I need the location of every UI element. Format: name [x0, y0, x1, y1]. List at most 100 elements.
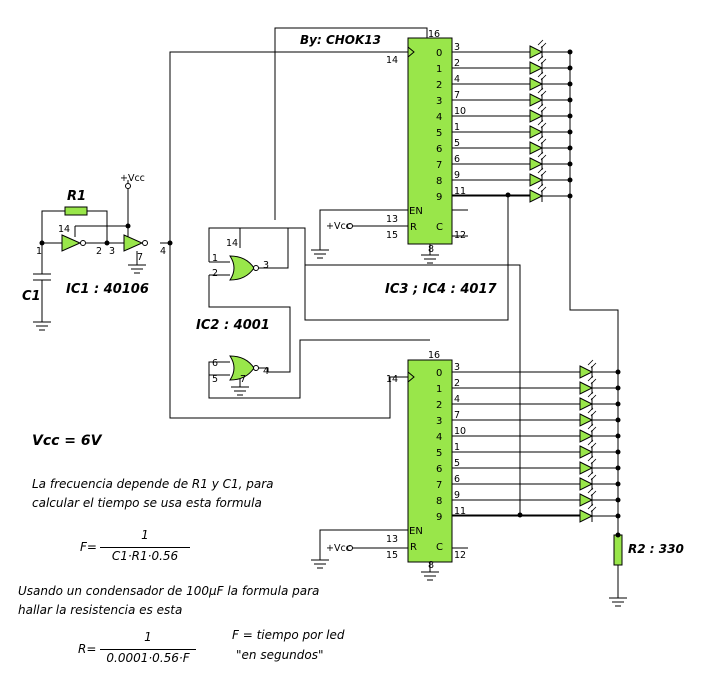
ic3-led-light-arrows [537, 39, 547, 49]
ic4-led [579, 429, 594, 443]
ic1-pin-3: 3 [109, 246, 115, 257]
ic4-c-pin: 12 [454, 550, 466, 561]
ic4-output-label: 8 [436, 496, 442, 507]
ic4-output-label: 4 [436, 432, 442, 443]
ic3-led-light-arrows [537, 119, 547, 129]
ic3-output-label: 0 [436, 48, 442, 59]
ic4-output-pin: 1 [454, 442, 460, 453]
ic4-led [579, 493, 594, 507]
ic3-r-pin: 15 [386, 230, 398, 241]
ic3-output-label: 6 [436, 144, 442, 155]
ic4-output-label: 2 [436, 400, 442, 411]
ic3-led [529, 157, 544, 171]
ic2-pin-6: 6 [212, 358, 218, 369]
ic4-r-pin: 15 [386, 550, 398, 561]
ic3-output-pin: 7 [454, 90, 460, 101]
ic4-output-pin: 5 [454, 458, 460, 469]
ic3-junction-dot [567, 177, 573, 183]
ic4-junction-dot [615, 497, 621, 503]
ic3-junction-dot [567, 193, 573, 199]
ic4-junction-dot [615, 417, 621, 423]
ic4-output-label: 5 [436, 448, 442, 459]
ic4-junction-dot [615, 449, 621, 455]
ic4-led-light-arrows [587, 423, 597, 433]
ic3-led [529, 141, 544, 155]
ic3-output-pin: 3 [454, 42, 460, 53]
ic3-led [529, 125, 544, 139]
ic4-led [579, 365, 594, 379]
ic4-output-pin: 11 [454, 506, 466, 517]
ic3-output-label: 3 [436, 96, 442, 107]
ic2-pin-2: 2 [212, 268, 218, 279]
ic4-en-label: EN [409, 526, 423, 537]
ic4-junction-dot [615, 481, 621, 487]
ic4-led [579, 397, 594, 411]
ic1-inverter-1 [61, 234, 86, 252]
ic4-led [579, 461, 594, 475]
ic4-led-light-arrows [587, 407, 597, 417]
ic3-led-light-arrows [537, 151, 547, 161]
ic3-output-label: 1 [436, 64, 442, 75]
f-formula-denominator: C1·R1·0.56 [111, 549, 179, 563]
r2-resistor [613, 534, 623, 566]
ic4-junction-dot [615, 401, 621, 407]
ic3-vdd-pin: 16 [428, 29, 440, 40]
ic2-pin-3: 3 [263, 260, 269, 271]
r2-label: R2 : 330 [628, 542, 684, 556]
ic3-junction-dot [567, 161, 573, 167]
ic4-led [579, 509, 594, 523]
ic4-counter-body [407, 359, 453, 563]
r-formula-lhs: R= [78, 642, 97, 656]
ic3-led [529, 93, 544, 107]
ic2-label: IC2 : 4001 [196, 318, 270, 333]
r-formula-denominator: 0.0001·0.56·F [106, 651, 190, 665]
ic4-led-light-arrows [587, 439, 597, 449]
ic4-output-label: 9 [436, 512, 442, 523]
ic3-output-pin: 1 [454, 122, 460, 133]
ic3-junction-dot [567, 113, 573, 119]
ic3-junction-dot [567, 49, 573, 55]
ic3-led [529, 109, 544, 123]
ic4-led-light-arrows [587, 455, 597, 465]
author-label: By: CHOK13 [300, 33, 381, 47]
ic4-output-pin: 2 [454, 378, 460, 389]
ic3-output-pin: 4 [454, 74, 460, 85]
f-formula-bar [100, 547, 190, 548]
ic2-pin-7: 7 [240, 374, 246, 385]
ic3-led [529, 173, 544, 187]
ic4-junction-dot [615, 433, 621, 439]
ic3-led-light-arrows [537, 135, 547, 145]
ic3-output-pin: 9 [454, 170, 460, 181]
ic3-led [529, 77, 544, 91]
ic3-junction-dot [567, 129, 573, 135]
vcc-label-ic1: +Vcc [120, 173, 145, 184]
ic4-vdd-pin: 16 [428, 350, 440, 361]
ic4-output-pin: 10 [454, 426, 466, 437]
ic3-output-pin: 5 [454, 138, 460, 149]
ic3-en-label: EN [409, 206, 423, 217]
ic4-output-label: 7 [436, 480, 442, 491]
ic4-c-label: C [436, 542, 443, 553]
ic4-output-pin: 6 [454, 474, 460, 485]
ic2-pin-5: 5 [212, 374, 218, 385]
r-formula: R= 1 0.0001·0.56·F [78, 630, 208, 670]
ic2-pin-14: 14 [226, 238, 238, 249]
freq-note-line2: calcular el tiempo se usa esta formula [32, 496, 262, 510]
ic1-pin-2: 2 [96, 246, 102, 257]
ic3-output-label: 4 [436, 112, 442, 123]
ic2-pin-4: 4 [263, 366, 269, 377]
f-formula: F= 1 C1·R1·0.56 [80, 528, 200, 568]
ic4-clk-pin: 14 [386, 374, 398, 385]
ic4-output-label: 0 [436, 368, 442, 379]
ic3-led-light-arrows [537, 167, 547, 177]
ic4-output-pin: 3 [454, 362, 460, 373]
ic4-junction-dot [615, 369, 621, 375]
ic4-led [579, 413, 594, 427]
f-formula-lhs: F= [80, 540, 97, 554]
ic3-counter-body [407, 37, 453, 245]
ic3-en-pin: 13 [386, 214, 398, 225]
ic3-c-label: C [436, 222, 443, 233]
ic3-r-label: R [410, 222, 417, 233]
ic4-output-pin: 4 [454, 394, 460, 405]
ic34-label: IC3 ; IC4 : 4017 [385, 282, 497, 297]
